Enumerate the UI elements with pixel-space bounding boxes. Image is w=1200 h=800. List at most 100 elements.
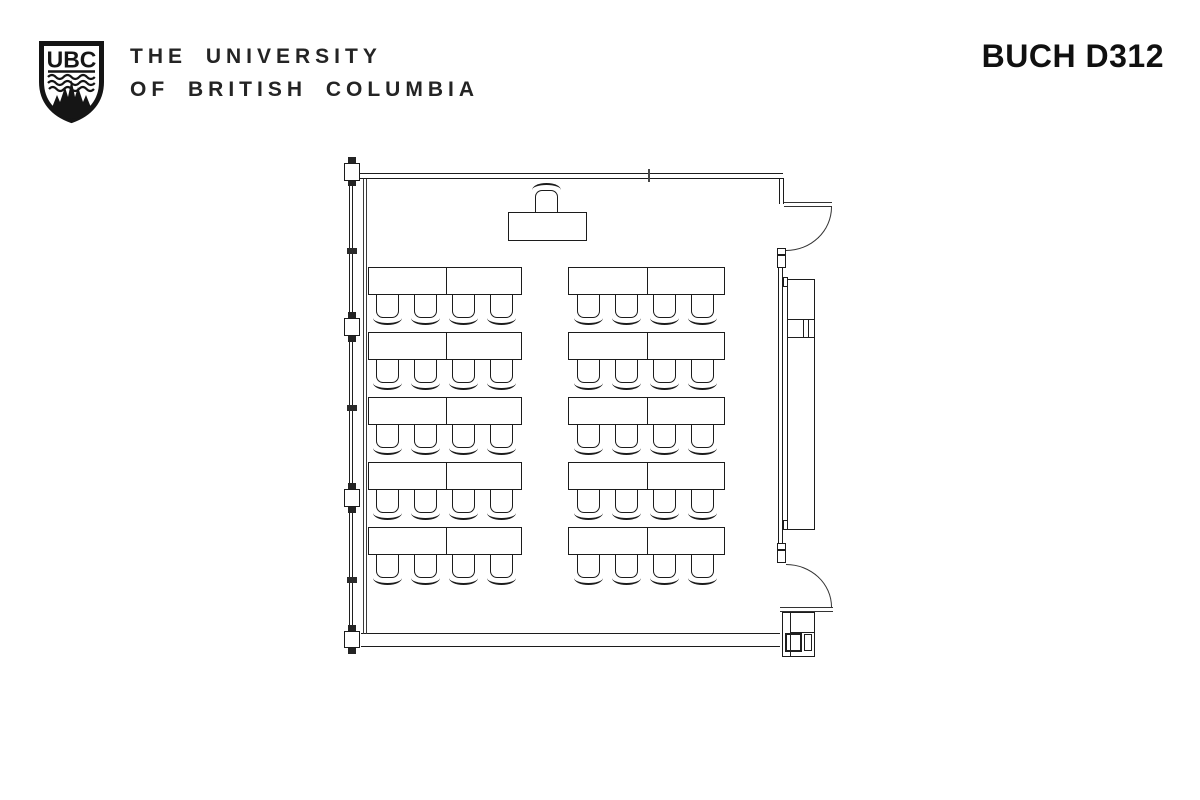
student-table	[568, 397, 725, 425]
window-mullion	[344, 489, 360, 507]
student-chair	[612, 359, 641, 390]
table-divider	[446, 398, 447, 424]
student-chair	[688, 359, 717, 390]
window-tick	[347, 248, 357, 254]
student-chair	[574, 554, 603, 585]
student-chair	[612, 294, 641, 325]
instructor-chair	[532, 183, 561, 214]
door-leaf-bottom	[780, 607, 833, 612]
student-chair	[449, 489, 478, 520]
student-chair	[688, 554, 717, 585]
student-table	[568, 462, 725, 490]
student-chair	[487, 554, 516, 585]
student-chair	[612, 554, 641, 585]
student-chair	[373, 294, 402, 325]
table-divider	[446, 333, 447, 359]
student-chair	[574, 424, 603, 455]
student-chair	[373, 359, 402, 390]
student-chair	[487, 359, 516, 390]
crest-sunburst	[51, 80, 92, 119]
student-chair	[574, 489, 603, 520]
student-chair	[449, 294, 478, 325]
table-divider	[647, 333, 648, 359]
window-tick	[347, 405, 357, 411]
window-tick	[347, 577, 357, 583]
student-chair	[612, 424, 641, 455]
student-chair	[650, 554, 679, 585]
student-chair	[688, 294, 717, 325]
instructor-table	[508, 212, 587, 241]
student-table	[568, 527, 725, 555]
table-divider	[446, 268, 447, 294]
student-table	[368, 462, 522, 490]
student-chair	[373, 489, 402, 520]
table-divider	[446, 463, 447, 489]
student-chair	[688, 489, 717, 520]
student-chair	[449, 359, 478, 390]
door-jamb	[777, 550, 786, 563]
student-chair	[373, 424, 402, 455]
university-wordmark: THE UNIVERSITY OF BRITISH COLUMBIA	[130, 46, 479, 100]
student-chair	[487, 489, 516, 520]
door-jamb	[777, 543, 786, 550]
student-chair	[574, 359, 603, 390]
crest-wave-1	[47, 73, 96, 81]
wall-board-tray	[788, 319, 814, 338]
crest-monogram: UBC	[47, 47, 97, 73]
mullion-cap	[348, 483, 356, 489]
window-mullion	[344, 163, 360, 181]
student-chair	[650, 489, 679, 520]
wall-board	[787, 279, 815, 530]
student-chair	[411, 554, 440, 585]
student-table	[368, 332, 522, 360]
room-title: BUCH D312	[981, 38, 1164, 74]
table-divider	[647, 268, 648, 294]
corner-cabinet	[782, 612, 815, 657]
wall-left-inner	[363, 179, 367, 634]
ubc-crest-logo: UBC	[39, 41, 104, 124]
wordmark-line2: OF BRITISH COLUMBIA	[130, 78, 479, 101]
table-divider	[647, 463, 648, 489]
student-chair	[650, 294, 679, 325]
student-table	[368, 397, 522, 425]
mullion-cap	[348, 157, 356, 163]
student-chair	[612, 489, 641, 520]
mullion-cap	[348, 507, 356, 513]
wall-top-tick	[648, 169, 650, 182]
window-mullion	[344, 318, 360, 336]
student-chair	[411, 294, 440, 325]
table-divider	[647, 398, 648, 424]
student-chair	[574, 294, 603, 325]
table-divider	[647, 528, 648, 554]
student-chair	[449, 554, 478, 585]
student-chair	[449, 424, 478, 455]
mullion-cap	[348, 181, 356, 186]
table-divider	[446, 528, 447, 554]
student-chair	[411, 359, 440, 390]
wall-bottom	[361, 633, 780, 647]
mullion-cap	[348, 312, 356, 318]
door-jamb	[777, 248, 786, 255]
student-chair	[650, 424, 679, 455]
student-chair	[487, 294, 516, 325]
student-chair	[487, 424, 516, 455]
mullion-cap	[348, 648, 356, 654]
student-chair	[411, 489, 440, 520]
mullion-cap	[348, 625, 356, 631]
wall-top-right-return	[779, 178, 784, 204]
window-mullion	[344, 631, 360, 648]
student-table	[368, 527, 522, 555]
student-table	[568, 332, 725, 360]
door-jamb	[777, 255, 786, 268]
wall-right	[778, 268, 783, 543]
mullion-cap	[348, 336, 356, 342]
student-table	[368, 267, 522, 295]
student-chair	[688, 424, 717, 455]
student-chair	[650, 359, 679, 390]
wordmark-line1: THE UNIVERSITY	[130, 45, 382, 68]
wall-top	[360, 173, 783, 179]
student-chair	[373, 554, 402, 585]
student-table	[568, 267, 725, 295]
